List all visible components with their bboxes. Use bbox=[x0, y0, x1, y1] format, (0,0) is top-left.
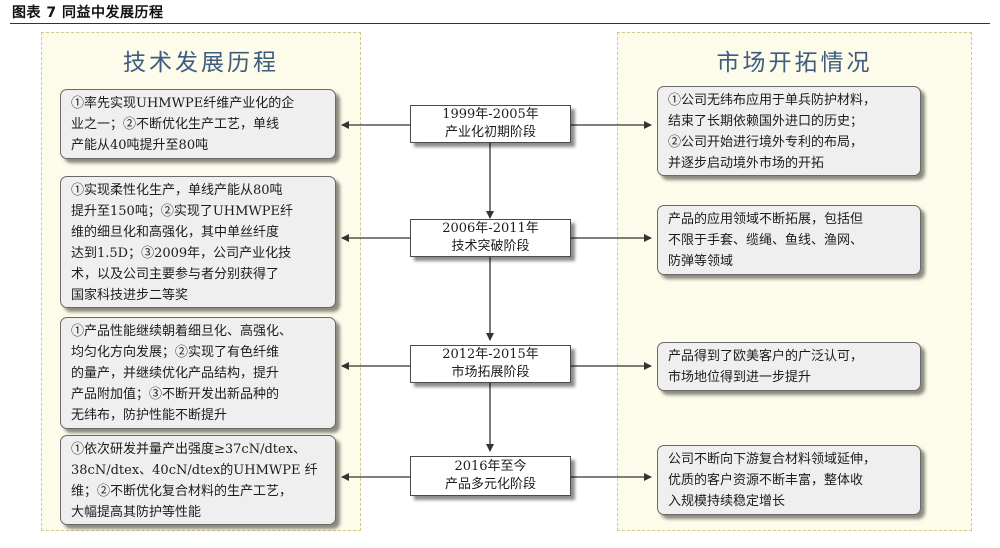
right-box-2: 产品的应用领域不断拓展，包括但 不限于手套、缆绳、鱼线、渔网、 防弹等领域 bbox=[657, 205, 921, 275]
box-line: 大幅提高其防护等性能 bbox=[71, 505, 202, 520]
box-line: 入规模持续稳定增长 bbox=[668, 494, 786, 509]
stage-box-1: 1999年-2005年 产业化初期阶段 bbox=[410, 105, 571, 143]
box-line: ①实现柔性化生产，单线产能从80吨 bbox=[71, 183, 283, 198]
box-line: 业之一；②不断优化生产工艺，单线 bbox=[71, 117, 280, 132]
box-line: 市场地位得到进一步提升 bbox=[668, 370, 812, 385]
box-line: 无纬布，防护性能不断提升 bbox=[71, 408, 228, 423]
left-box-4: ①依次研发并量产出强度≥37cN/dtex、 38cN/dtex、40cN/dt… bbox=[60, 435, 336, 525]
box-line: 维的细旦化和高强化，其中单丝纤度 bbox=[71, 225, 280, 240]
stage-years: 2006年-2011年 bbox=[442, 221, 539, 236]
right-box-1: ①公司无纬布应用于单兵防护材料， 结束了长期依赖国外进口的历史； ②公司开始进行… bbox=[657, 86, 921, 176]
stage-phase: 技术突破阶段 bbox=[451, 239, 530, 254]
stage-years: 2012年-2015年 bbox=[442, 347, 539, 362]
stage-box-4: 2016年至今 产品多元化阶段 bbox=[410, 456, 571, 496]
box-line: 公司不断向下游复合材料领域延伸， bbox=[668, 452, 877, 467]
box-line: 的量产，并继续优化产品结构，提升 bbox=[71, 366, 280, 381]
right-box-4: 公司不断向下游复合材料领域延伸， 优质的客户资源不断丰富，整体收 入规模持续稳定… bbox=[657, 445, 921, 515]
stage-phase: 市场拓展阶段 bbox=[451, 365, 530, 380]
left-box-1: ①率先实现UHMWPE纤维产业化的企 业之一；②不断优化生产工艺，单线 产能从4… bbox=[60, 89, 336, 159]
box-line: 产品附加值；③不断开发出新品种的 bbox=[71, 387, 280, 402]
box-line: 产品的应用领域不断拓展，包括但 bbox=[668, 212, 864, 227]
box-line: 提升至150吨；②实现了UHMWPE纤 bbox=[71, 204, 294, 219]
box-line: 术，以及公司主要参与者分别获得了 bbox=[71, 267, 280, 282]
title-rule bbox=[10, 23, 990, 24]
box-line: 达到1.5D；③2009年，公司产业化技 bbox=[71, 246, 292, 261]
box-line: 国家科技进步二等奖 bbox=[71, 288, 189, 303]
box-line: 防弹等领域 bbox=[668, 254, 734, 269]
box-line: 不限于手套、缆绳、鱼线、渔网、 bbox=[668, 233, 864, 248]
box-line: 均匀化方向发展；②实现了有色纤维 bbox=[71, 345, 280, 360]
stage-phase: 产业化初期阶段 bbox=[444, 125, 536, 140]
left-box-2: ①实现柔性化生产，单线产能从80吨 提升至150吨；②实现了UHMWPE纤 维的… bbox=[60, 176, 336, 308]
box-line: 38cN/dtex、40cN/dtex的UHMWPE 纤 bbox=[71, 463, 318, 478]
right-box-3: 产品得到了欧美客户的广泛认可， 市场地位得到进一步提升 bbox=[657, 342, 921, 391]
box-line: ②公司开始进行境外专利的布局， bbox=[668, 135, 864, 150]
right-panel-heading: 市场开拓情况 bbox=[716, 50, 873, 76]
box-line: ①产品性能继续朝着细旦化、高强化、 bbox=[71, 324, 293, 339]
box-line: ①公司无纬布应用于单兵防护材料， bbox=[668, 93, 877, 108]
left-box-3: ①产品性能继续朝着细旦化、高强化、 均匀化方向发展；②实现了有色纤维 的量产，并… bbox=[60, 317, 336, 429]
stage-phase: 产品多元化阶段 bbox=[444, 477, 536, 492]
stage-years: 2016年至今 bbox=[454, 459, 527, 474]
figure-title: 图表 7 同益中发展历程 bbox=[12, 5, 164, 21]
box-line: 产能从40吨提升至80吨 bbox=[71, 138, 209, 153]
stage-box-3: 2012年-2015年 市场拓展阶段 bbox=[410, 345, 571, 383]
left-panel-heading: 技术发展历程 bbox=[123, 50, 279, 76]
stage-box-2: 2006年-2011年 技术突破阶段 bbox=[410, 219, 571, 257]
box-line: ①依次研发并量产出强度≥37cN/dtex、 bbox=[71, 442, 307, 457]
box-line: 优质的客户资源不断丰富，整体收 bbox=[668, 473, 864, 488]
stage-years: 1999年-2005年 bbox=[442, 107, 539, 122]
box-line: 维；②不断优化复合材料的生产工艺， bbox=[71, 484, 293, 499]
box-line: ①率先实现UHMWPE纤维产业化的企 bbox=[71, 96, 295, 111]
box-line: 产品得到了欧美客户的广泛认可， bbox=[668, 349, 864, 364]
box-line: 并逐步启动境外市场的开拓 bbox=[668, 156, 825, 171]
box-line: 结束了长期依赖国外进口的历史； bbox=[668, 114, 864, 129]
